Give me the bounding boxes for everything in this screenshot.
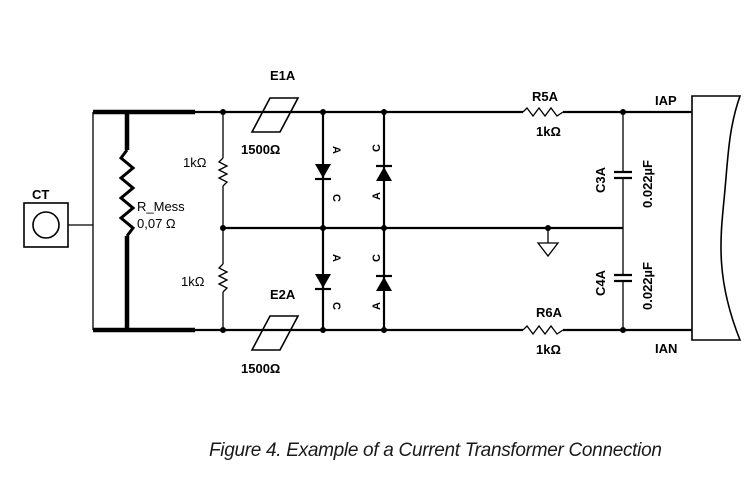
divider-resistor-top: 1kΩ <box>183 112 229 228</box>
divider-resistor-bottom: 1kΩ <box>181 228 229 330</box>
ian-label: IAN <box>655 341 677 356</box>
ic-body: IAP IAN <box>655 93 742 356</box>
r5a-label: R5A <box>532 89 559 104</box>
r6a-label: R6A <box>536 305 563 320</box>
iap-label: IAP <box>655 93 677 108</box>
diode-label: A <box>330 146 342 154</box>
figure-caption: Figure 4. Example of a Current Transform… <box>209 440 662 461</box>
burden-resistor: R_Mess 0,07 Ω <box>118 112 185 330</box>
c3a-value: 0.022µF <box>640 160 655 208</box>
diode-label: C <box>330 194 342 202</box>
e1a-label: E1A <box>270 68 296 83</box>
c4a-value: 0.022µF <box>640 262 655 310</box>
capacitor-c3a: C3A 0.022µF <box>593 112 655 228</box>
capacitor-c4a: C4A 0.022µF <box>593 228 655 330</box>
ct-block: CT <box>23 187 69 248</box>
ct-label: CT <box>32 187 49 202</box>
diode-d2 <box>315 274 331 288</box>
r-bottom-label: 1kΩ <box>181 274 205 289</box>
diode-label: A <box>330 254 342 262</box>
diode-d4 <box>376 277 392 291</box>
e2a-label: E2A <box>270 287 296 302</box>
e2a-value: 1500Ω <box>241 361 280 376</box>
c3a-label: C3A <box>593 166 608 193</box>
ferrite-bead-e1a: E1A 1500Ω <box>241 68 300 157</box>
r-mess-name: R_Mess <box>137 199 185 214</box>
diode-label: A <box>371 192 383 200</box>
r-mess-value: 0,07 Ω <box>137 216 176 231</box>
ferrite-bead-e2a: E2A 1500Ω <box>241 287 300 376</box>
resistor-r5a: R5A 1kΩ <box>522 89 692 139</box>
junction-dots <box>220 109 626 333</box>
diode-column-1: A C A C <box>315 112 342 330</box>
diode-label: C <box>371 144 383 152</box>
diode-label: A <box>371 302 383 310</box>
r5a-value: 1kΩ <box>536 124 561 139</box>
c4a-label: C4A <box>593 269 608 296</box>
ground-symbol <box>536 228 560 258</box>
e1a-value: 1500Ω <box>241 142 280 157</box>
diode-label: C <box>330 302 342 310</box>
resistor-r6a: R6A 1kΩ <box>522 305 692 357</box>
diode-label: C <box>371 254 383 262</box>
r-top-label: 1kΩ <box>183 155 207 170</box>
diode-d3 <box>376 167 392 181</box>
r6a-value: 1kΩ <box>536 342 561 357</box>
diode-column-2: C A C A <box>371 112 392 330</box>
diode-d1 <box>315 164 331 178</box>
